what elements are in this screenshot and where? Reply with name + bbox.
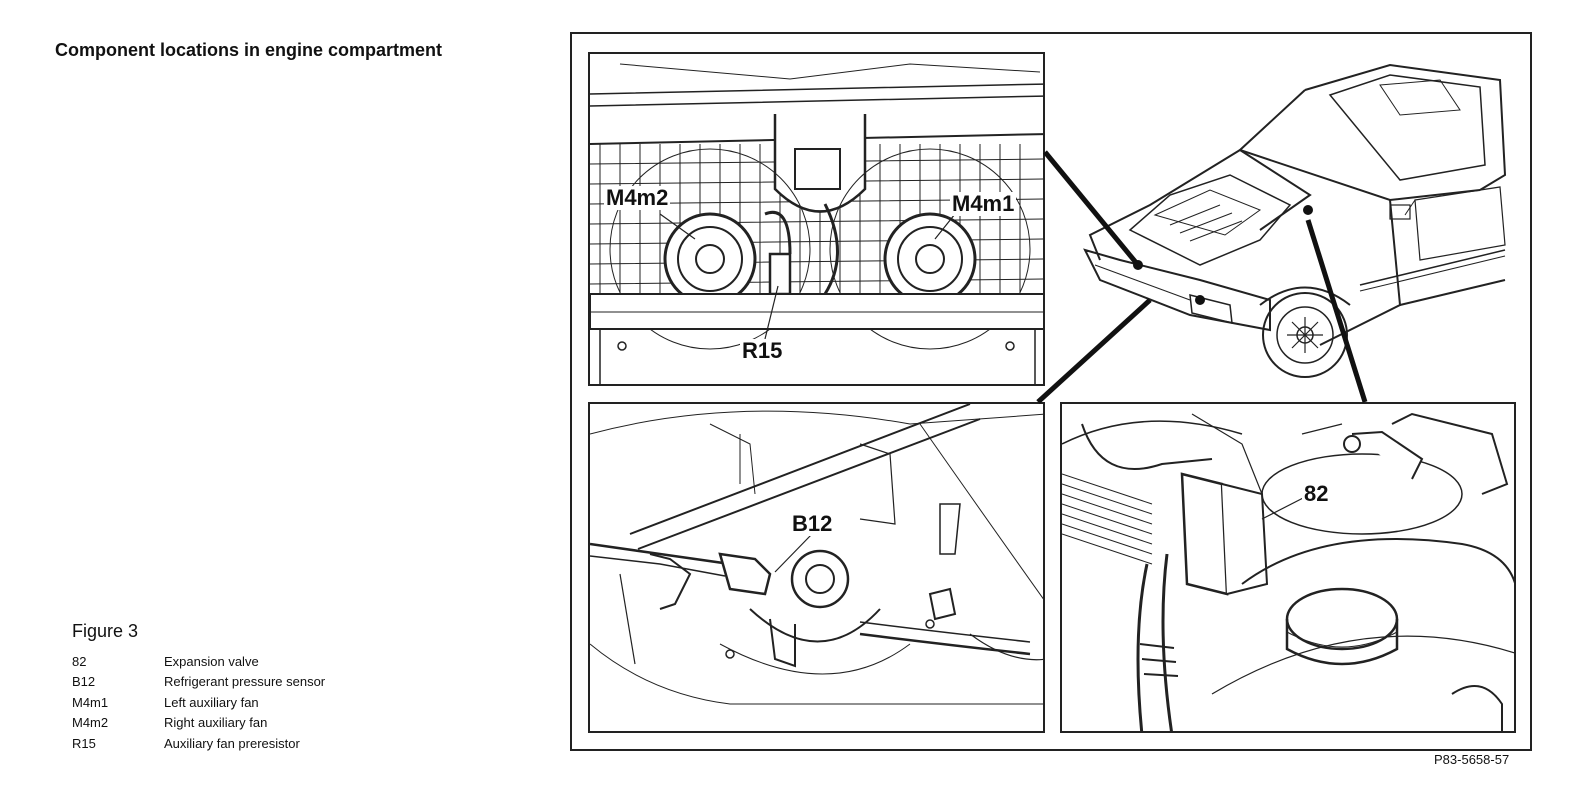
legend-item: M4m2 Right auxiliary fan <box>72 713 325 734</box>
legend-item: R15 Auxiliary fan preresistor <box>72 733 325 754</box>
legend-description: Left auxiliary fan <box>164 694 259 710</box>
callout-82: 82 <box>1302 481 1331 506</box>
location-marker <box>1195 295 1205 305</box>
callout-m4m1: M4m1 <box>950 191 1017 216</box>
figure-label: Figure 3 <box>72 621 139 641</box>
expansion-valve-detail-panel: 82 <box>1060 402 1516 733</box>
legend-description: Auxiliary fan preresistor <box>164 735 300 751</box>
legend: 82 Expansion valve B12 Refrigerant press… <box>72 651 325 754</box>
legend-description: Refrigerant pressure sensor <box>164 674 326 690</box>
fans-detail-panel: M4m2 M4m1 R15 <box>588 52 1045 386</box>
sensor-detail-panel: B12 <box>588 402 1045 733</box>
legend-description: Expansion valve <box>164 653 259 669</box>
reference-code: P83-5658-57 <box>1434 752 1510 767</box>
legend-code: B12 <box>72 674 96 690</box>
page-title: Component locations in engine compartmen… <box>55 40 443 60</box>
legend-description: Right auxiliary fan <box>164 715 268 731</box>
legend-code: M4m1 <box>72 694 109 710</box>
connector-lines <box>1036 150 1368 404</box>
legend-item: M4m1 Left auxiliary fan <box>72 692 325 713</box>
diagram-frame <box>570 32 1532 751</box>
legend-code: 82 <box>72 653 87 669</box>
legend-code: R15 <box>72 735 96 751</box>
callout-b12: B12 <box>790 511 835 536</box>
location-marker <box>1303 205 1313 215</box>
car-overview-illustration <box>1083 63 1507 378</box>
callout-r15: R15 <box>740 338 785 363</box>
callout-m4m2: M4m2 <box>604 185 671 210</box>
legend-item: B12 Refrigerant pressure sensor <box>72 672 325 693</box>
legend-item: 82 Expansion valve <box>72 651 325 672</box>
legend-code: M4m2 <box>72 715 109 731</box>
